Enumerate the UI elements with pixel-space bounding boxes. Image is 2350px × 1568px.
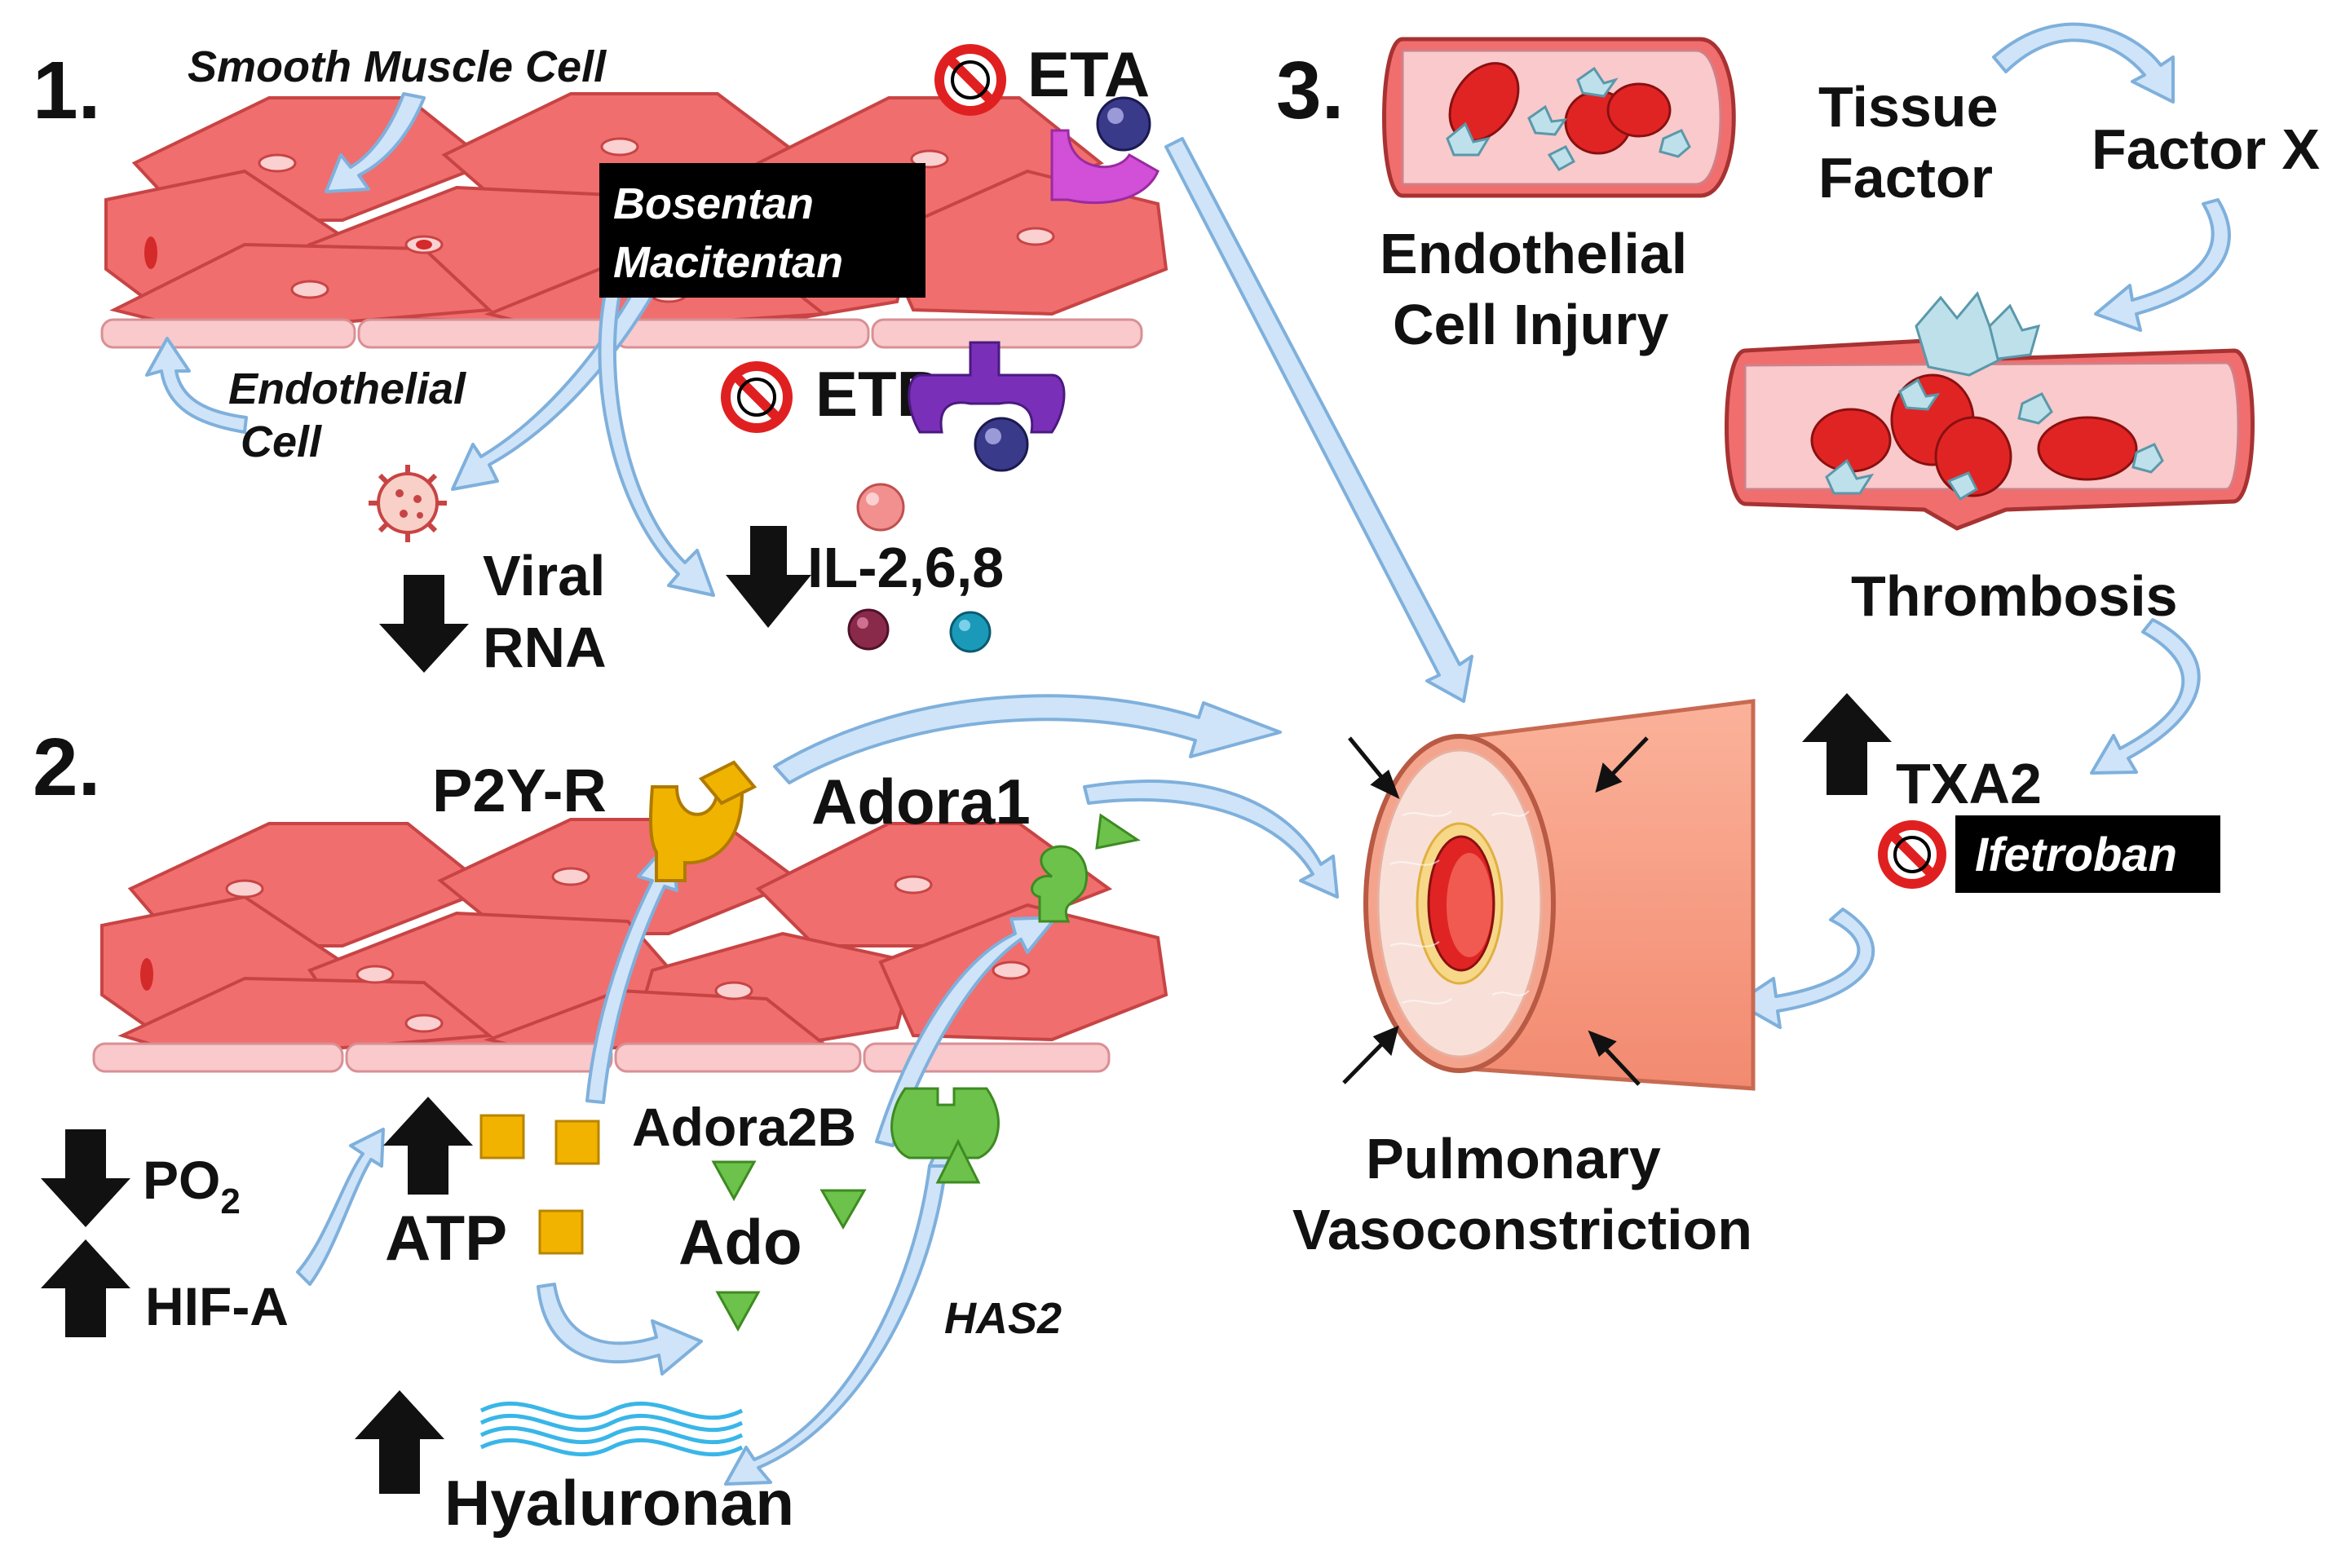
down-arrow-interleukins: [726, 526, 811, 628]
panel1-number: 1.: [33, 45, 100, 136]
adenosine-triangles: [711, 1160, 867, 1332]
thrombosis-label: Thrombosis: [1851, 564, 2178, 628]
drug-box-bosentan-macitentan: Bosentan Macitentan: [599, 163, 925, 298]
endothelial-injury-line1: Endothelial: [1380, 222, 1687, 285]
injured-vessel-icon: [1382, 37, 1736, 198]
up-arrow-txa2: [1802, 693, 1892, 795]
vasoconstriction-line1: Pulmonary: [1366, 1127, 1661, 1190]
endothelial-cell-label-line1: Endothelial: [228, 364, 466, 413]
thrombus-vessel-icon: [1725, 291, 2255, 531]
factor-x-label: Factor X: [2092, 117, 2320, 181]
ifetroban-inhibitor-icon: [1878, 820, 1946, 889]
smooth-muscle-cell-label: Smooth Muscle Cell: [188, 42, 607, 91]
viral-rna-line2: RNA: [483, 616, 607, 679]
etb-inhibitor-icon: [721, 361, 793, 433]
tissue-factor-line1: Tissue: [1818, 75, 1999, 139]
hyaluronan-waves-icon: [479, 1401, 744, 1457]
endothelial-cell-label-line2: Cell: [241, 417, 322, 466]
has2-label: HAS2: [944, 1294, 1062, 1343]
up-arrow-atp: [383, 1097, 473, 1195]
etb-receptor-icon: [908, 341, 1066, 472]
down-arrow-po2: [41, 1129, 130, 1227]
adora1-receptor-icon: [1031, 813, 1141, 923]
p2y-receptor-label: P2Y-R: [432, 757, 607, 824]
interleukin-label: IL-2,6,8: [807, 536, 1004, 599]
ifetroban-label: Ifetroban: [1975, 828, 2177, 881]
pulmonary-vessel-icon: [1363, 699, 1756, 1091]
virus-icon: [369, 465, 447, 542]
drug-bosentan: Bosentan: [613, 179, 814, 228]
endothelial-injury-line2: Cell Injury: [1393, 293, 1668, 356]
cytokine-icons: [847, 483, 992, 653]
tissue-factor-line2: Factor: [1818, 146, 1993, 210]
eta-inhibitor-icon: [934, 44, 1006, 116]
adora2b-receptor-icon: [890, 1087, 1000, 1184]
po2-label: PO2: [143, 1150, 241, 1221]
up-arrow-hif: [41, 1239, 130, 1337]
down-arrow-viral-rna: [379, 575, 469, 673]
hif-label: HIF-A: [145, 1276, 289, 1336]
panel2-tissue: [92, 818, 1168, 1073]
eta-receptor-icon: [1050, 96, 1160, 205]
drug-macitentan: Macitentan: [613, 238, 843, 287]
atp-label: ATP: [385, 1202, 507, 1274]
adora1-label: Adora1: [811, 766, 1031, 837]
adenosine-label: Ado: [678, 1206, 802, 1278]
hyaluronan-label: Hyaluronan: [444, 1467, 794, 1539]
txa2-label: TXA2: [1896, 752, 2042, 815]
viral-rna-line1: Viral: [483, 544, 606, 607]
atp-squares: [479, 1114, 600, 1255]
up-arrow-hyaluronan: [355, 1390, 444, 1494]
panel2-number: 2.: [33, 722, 100, 813]
adora2b-label: Adora2B: [632, 1097, 856, 1157]
p2y-receptor-icon: [649, 760, 758, 882]
ifetroban-box: Ifetroban: [1955, 815, 2220, 893]
constriction-arrows: [1342, 736, 1649, 1086]
panel3-number: 3.: [1276, 45, 1344, 136]
vasoconstriction-line2: Vasoconstriction: [1292, 1198, 1752, 1261]
flow-arrows: [145, 22, 2231, 1486]
